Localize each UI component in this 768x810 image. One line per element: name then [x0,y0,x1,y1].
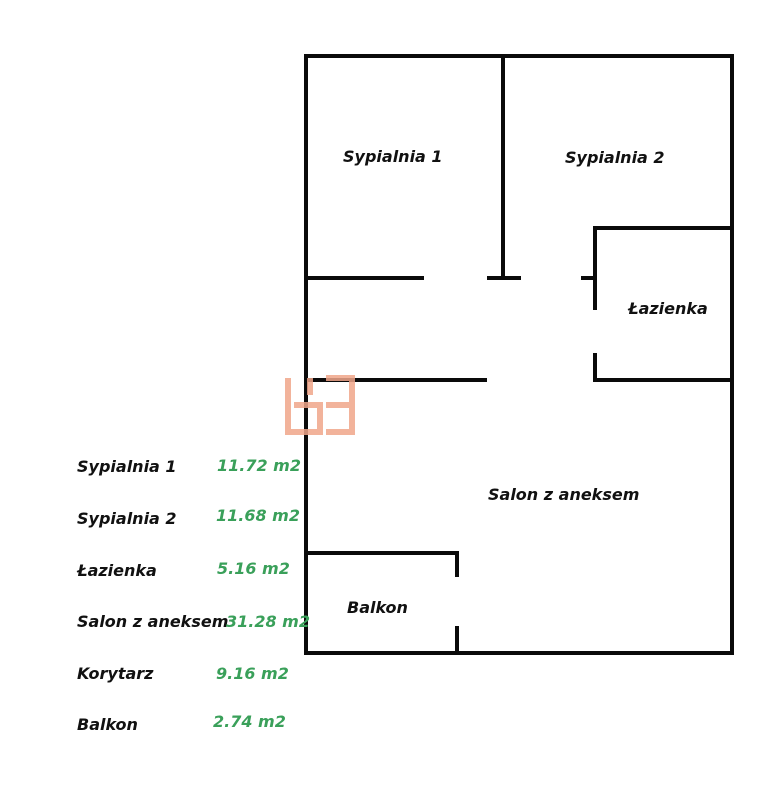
room-label-lazienka: Łazienka [627,299,708,318]
room-label-sypialnia-1: Sypialnia 1 [343,147,443,166]
legend-area: 31.28 m2 [226,612,310,631]
legend-name: Korytarz [77,664,154,683]
legend-area: 11.72 m2 [217,456,301,475]
area-legend: Sypialnia 1 11.72 m2 Sypialnia 2 11.68 m… [76,456,310,734]
legend-name: Sypialnia 1 [77,457,177,476]
watermark-logo [285,375,355,435]
room-label-balkon: Balkon [347,598,408,617]
legend-area: 5.16 m2 [217,559,290,578]
walls [304,54,734,655]
legend-name: Salon z aneksem [77,612,228,631]
legend-area: 9.16 m2 [216,664,289,683]
legend-name: Sypialnia 2 [77,509,177,528]
legend-area: 11.68 m2 [216,506,300,525]
legend-name: Łazienka [76,561,157,580]
room-label-sypialnia-2: Sypialnia 2 [565,148,665,167]
legend-name: Balkon [77,715,138,734]
legend-area: 2.74 m2 [213,712,286,731]
room-label-salon: Salon z aneksem [488,485,639,504]
outer-wall [304,54,734,655]
